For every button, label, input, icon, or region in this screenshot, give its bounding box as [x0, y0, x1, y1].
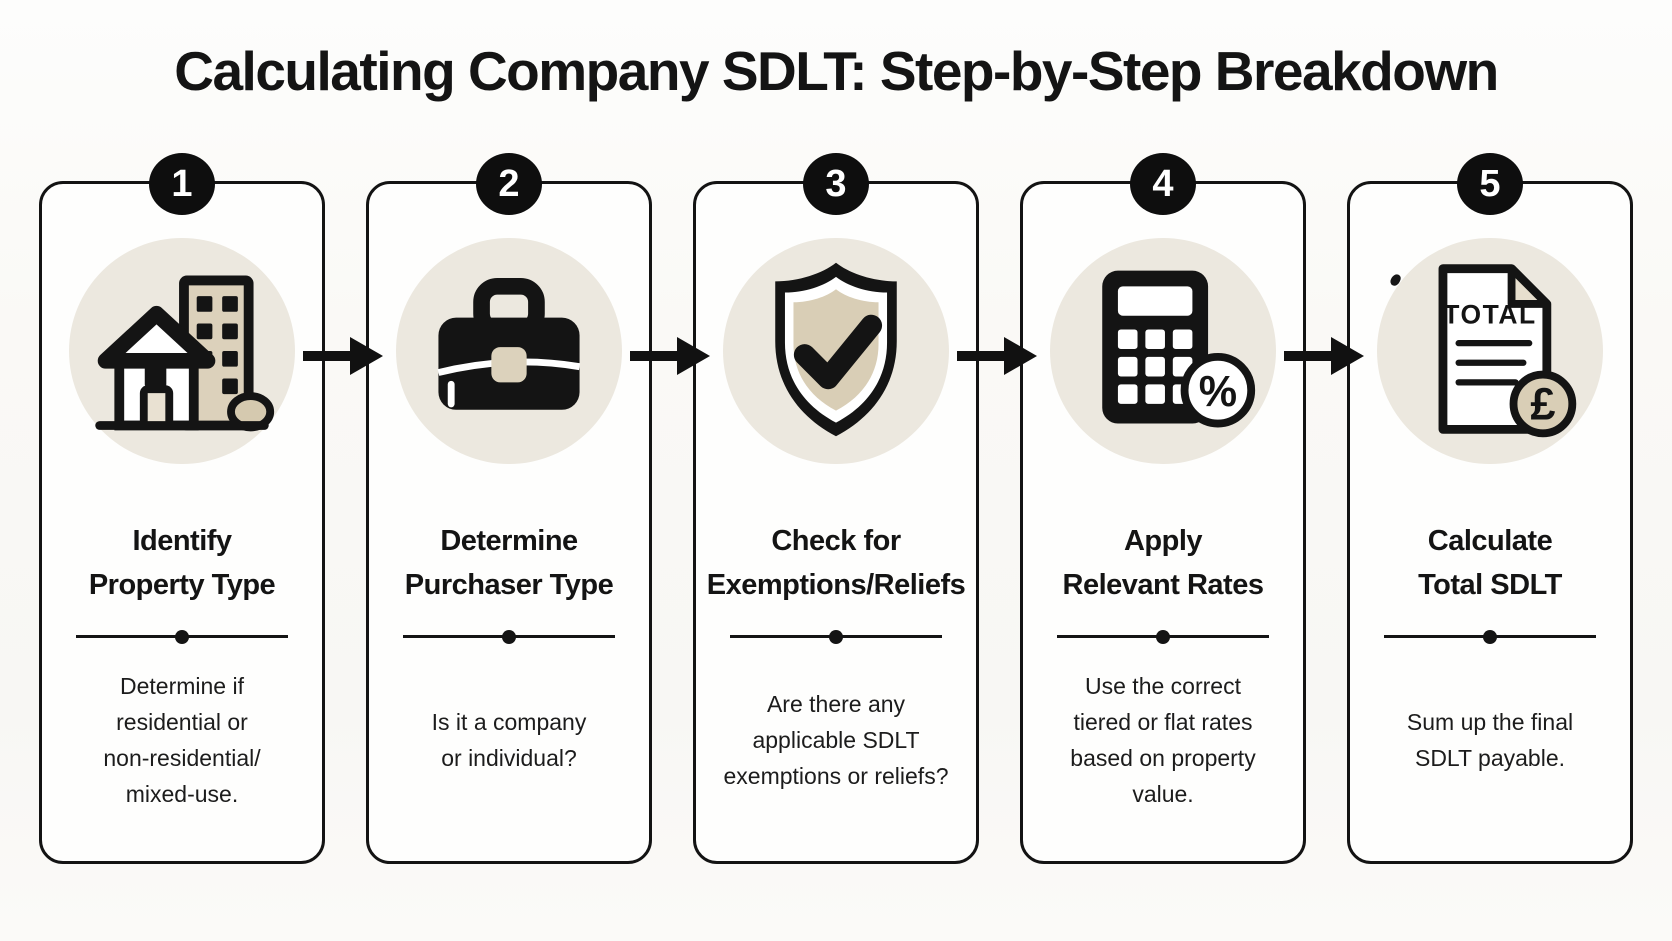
- step-title: Apply Relevant Rates: [1062, 525, 1264, 601]
- divider: [730, 629, 942, 644]
- arrow-right-icon: [957, 337, 1037, 376]
- icon-circle: [723, 238, 949, 465]
- step-card-5: 5 TOTAL £ Calculate Total SDLT Sum up: [1347, 153, 1633, 865]
- percent-symbol: %: [1199, 368, 1237, 416]
- step-number: 1: [171, 163, 193, 206]
- step-description: Are there any applicable SDLT exemptions…: [723, 690, 949, 789]
- total-label: TOTAL: [1443, 300, 1537, 330]
- step-title: Identify Property Type: [88, 525, 276, 601]
- arrow-right-icon: [630, 337, 710, 376]
- step-description: Is it a company or individual?: [431, 708, 587, 771]
- house-building-icon: [95, 275, 275, 432]
- divider: [1384, 629, 1596, 644]
- step-title: Determine Purchaser Type: [404, 525, 614, 601]
- step-title: Check for Exemptions/Reliefs: [706, 525, 966, 601]
- step-card-4: 4: [1020, 153, 1364, 865]
- step-number: 5: [1479, 163, 1501, 206]
- page-title: Calculating Company SDLT: Step-by-Step B…: [174, 40, 1499, 102]
- divider-dot: [1483, 629, 1497, 644]
- shield-check-icon: [775, 263, 897, 437]
- arrow-right-icon: [303, 337, 383, 376]
- step-number: 4: [1152, 163, 1174, 206]
- divider-dot: [829, 629, 843, 644]
- document-total-icon: TOTAL £: [1438, 264, 1577, 438]
- step-number: 2: [498, 163, 520, 206]
- step-number-badge: 2: [476, 153, 542, 216]
- icon-circle: TOTAL £: [1377, 238, 1603, 465]
- step-number-badge: 5: [1457, 153, 1523, 216]
- step-card-1: 1: [39, 153, 383, 865]
- divider-dot: [175, 629, 189, 644]
- step-number-badge: 3: [803, 153, 869, 216]
- step-number: 3: [825, 163, 847, 206]
- steps-row: 1: [0, 153, 1672, 865]
- icon-circle: %: [1050, 238, 1276, 465]
- step-title: Calculate Total SDLT: [1418, 525, 1562, 601]
- calculator-percent-icon: %: [1102, 270, 1256, 428]
- divider: [76, 629, 288, 644]
- pound-symbol: £: [1530, 379, 1555, 430]
- divider-dot: [1156, 629, 1170, 644]
- step-card-3: 3 Check for Exemptions/Reliefs Are there: [693, 153, 1037, 865]
- step-number-badge: 1: [149, 153, 215, 216]
- step-card-2: 2 Determine Purchaser Type Is it a compa…: [366, 153, 710, 865]
- divider-dot: [502, 629, 516, 644]
- arrow-right-icon: [1284, 337, 1364, 376]
- step-description: Sum up the final SDLT payable.: [1406, 708, 1574, 771]
- step-number-badge: 4: [1130, 153, 1196, 216]
- divider: [1057, 629, 1269, 644]
- briefcase-icon: [437, 278, 581, 411]
- step-description: Determine if residential or non-resident…: [103, 672, 261, 807]
- step-description: Use the correct tiered or flat rates bas…: [1070, 672, 1256, 807]
- icon-circle: [69, 238, 295, 465]
- icon-circle: [396, 238, 622, 465]
- divider: [403, 629, 615, 644]
